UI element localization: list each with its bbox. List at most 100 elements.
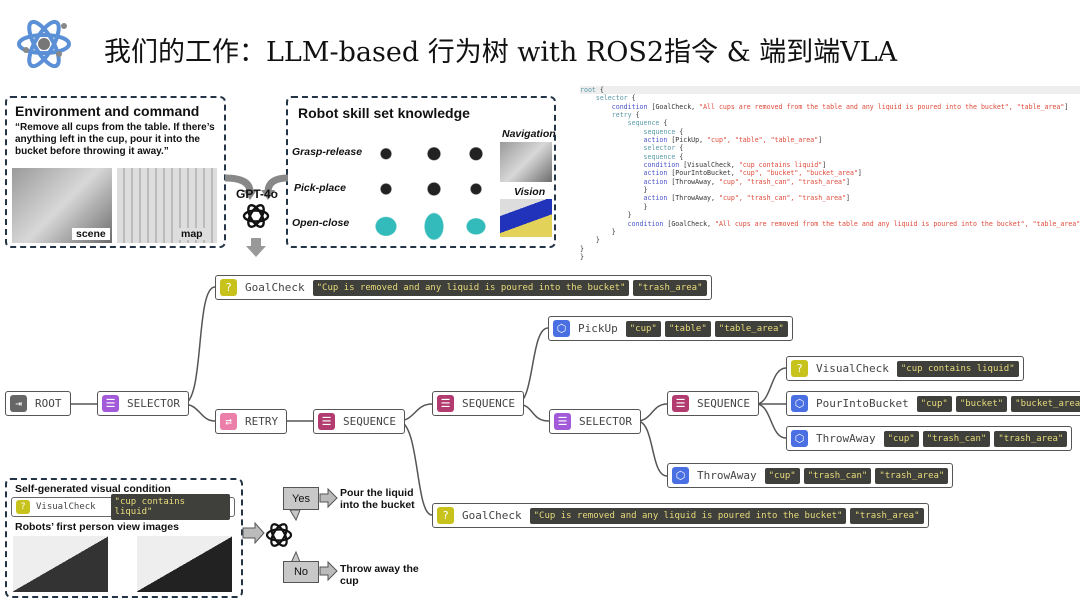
map-label: map: [177, 228, 207, 240]
node-arg: "trash_area": [994, 430, 1068, 447]
tree-node-goal1[interactable]: ?GoalCheck"Cup is removed and any liquid…: [215, 275, 712, 300]
cube-icon: ⬡: [553, 320, 570, 337]
tree-node-pour[interactable]: ⬡PourIntoBucket"cup""bucket""bucket_area…: [786, 391, 1080, 416]
node-label: ThrowAway: [816, 432, 876, 445]
code-text: ]: [1064, 102, 1069, 111]
skill-pick-place: Pick-place: [294, 182, 346, 194]
first-person-image-2: [137, 536, 232, 592]
code-text: {: [675, 152, 684, 161]
code-string: "All cups are removed from the table and…: [699, 102, 1065, 111]
tree-node-goal2[interactable]: ?GoalCheck"Cup is removed and any liquid…: [432, 503, 929, 528]
tree-node-sel2[interactable]: ☰SELECTOR: [549, 409, 641, 434]
code-keyword: retry: [611, 111, 632, 120]
sequence-icon: ☰: [318, 413, 335, 430]
enter-icon: ⇥: [10, 395, 27, 412]
code-keyword: action: [643, 136, 668, 145]
node-label: ROOT: [35, 397, 62, 410]
code-line: selector {: [580, 94, 1080, 102]
code-text: {: [675, 127, 684, 136]
code-text: }: [595, 236, 600, 245]
code-keyword: condition: [643, 161, 680, 170]
node-label: VisualCheck: [816, 362, 889, 375]
code-text: {: [675, 144, 684, 153]
tree-node-visual[interactable]: ?VisualCheck"cup contains liquid": [786, 356, 1024, 381]
navigation-label: Navigation: [502, 128, 556, 140]
code-keyword: selector: [595, 94, 628, 103]
node-arg: "cup": [916, 395, 952, 412]
tree-node-seq2[interactable]: ☰SEQUENCE: [432, 391, 524, 416]
node-label: SEQUENCE: [697, 397, 750, 410]
node-label: GoalCheck: [245, 281, 305, 294]
code-string: "cup", "bucket", "bucket_area": [738, 169, 858, 178]
tree-node-retry[interactable]: ⇄RETRY: [215, 409, 288, 434]
code-text: }: [580, 244, 584, 253]
code-keyword: sequence: [643, 127, 676, 136]
tree-node-pickup[interactable]: ⬡PickUp"cup""table""table_area": [548, 316, 793, 341]
code-text: }: [643, 202, 648, 211]
node-label: SEQUENCE: [343, 415, 396, 428]
tree-node-seq1[interactable]: ☰ SEQUENCE: [313, 409, 405, 434]
code-keyword: condition: [611, 102, 648, 111]
code-line: }: [580, 228, 1080, 236]
code-keyword: selector: [643, 144, 676, 153]
atom-icon: [17, 19, 71, 69]
tree-node-root[interactable]: ⇥ ROOT: [5, 391, 71, 416]
code-line: condition [GoalCheck, "All cups are remo…: [580, 103, 1080, 111]
tree-node-seq3[interactable]: ☰ SEQUENCE: [667, 391, 759, 416]
node-arg: "Cup is removed and any liquid is poured…: [312, 279, 630, 296]
tree-node-throw2[interactable]: ⬡ThrowAway"cup""trash_can""trash_area": [667, 463, 954, 488]
skill-thumbnails: [368, 134, 488, 244]
code-keyword: root: [580, 86, 596, 94]
code-line: condition [VisualCheck, "cup contains li…: [580, 161, 1080, 169]
cube-icon: ⬡: [791, 430, 808, 447]
code-line: selector {: [580, 144, 1080, 152]
node-arg: "table": [664, 320, 711, 337]
selector-icon: ☰: [102, 395, 119, 412]
code-line: sequence {: [580, 128, 1080, 136]
code-line: root {: [580, 86, 1080, 95]
code-line: action [ThrowAway, "cup", "trash_can", "…: [580, 194, 1080, 202]
code-text: }: [611, 227, 616, 236]
tree-node-sel1[interactable]: ☰SELECTOR: [97, 391, 189, 416]
code-line: condition [GoalCheck, "All cups are remo…: [580, 220, 1080, 228]
node-arg: "cup": [625, 320, 661, 337]
tree-node-throw1[interactable]: ⬡ThrowAway"cup""trash_can""trash_area": [786, 426, 1073, 451]
code-line: }: [580, 245, 1080, 253]
code-text: [PourIntoBucket,: [667, 169, 739, 178]
code-text: [GoalCheck,: [647, 102, 700, 111]
code-text: [ThrowAway,: [667, 194, 719, 203]
node-arg: "trash_area": [875, 467, 949, 484]
retry-icon: ⇄: [220, 413, 237, 430]
visual-check-arg: "cup contains liquid": [110, 494, 230, 520]
input-arrows: [224, 174, 289, 257]
cube-icon: ⬡: [672, 467, 689, 484]
code-text: }: [627, 211, 632, 220]
code-string: "cup contains liquid": [738, 161, 823, 170]
code-line: }: [580, 236, 1080, 244]
node-arg: "trash_can": [803, 467, 872, 484]
node-arg: "bucket": [955, 395, 1008, 412]
code-text: }: [643, 186, 648, 195]
code-line: }: [580, 186, 1080, 194]
sequence-icon: ☰: [672, 395, 689, 412]
code-text: {: [627, 94, 636, 103]
node-arg: "table_area": [714, 320, 788, 337]
node-label: ThrowAway: [697, 469, 757, 482]
node-arg: "cup contains liquid": [896, 360, 1019, 377]
llm-label: GPT-4o: [236, 187, 279, 201]
code-string: "cup", "trash_can", "trash_area": [718, 194, 847, 203]
code-line: }: [580, 211, 1080, 219]
code-string: "cup", "trash_can", "trash_area": [718, 177, 847, 186]
code-keyword: sequence: [627, 119, 660, 128]
code-text: {: [631, 111, 640, 120]
skill-heading: Robot skill set knowledge: [298, 105, 470, 121]
code-string: "cup", "table", "table_area": [707, 136, 819, 145]
code-line: action [PourIntoBucket, "cup", "bucket",…: [580, 169, 1080, 177]
code-line: action [PickUp, "cup", "table", "table_a…: [580, 136, 1080, 144]
node-arg: "bucket_area": [1011, 395, 1080, 412]
visual-condition-panel: Self-generated visual condition ? Visual…: [5, 478, 243, 598]
node-arg: "cup": [883, 430, 919, 447]
visual-check-node: ? VisualCheck "cup contains liquid": [11, 494, 235, 520]
node-arg: "Cup is removed and any liquid is poured…: [529, 507, 847, 524]
page-title: 我们的工作：LLM-based 行为树 with ROS2指令 & 端到端VLA: [104, 37, 898, 68]
